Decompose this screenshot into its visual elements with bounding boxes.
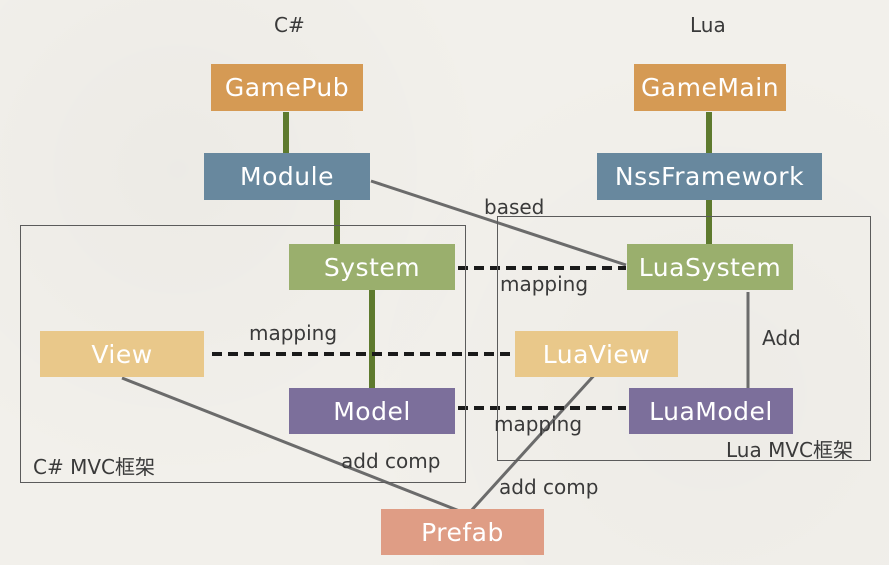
edge-view-prefab [121, 376, 463, 514]
csharp-mvc-group [20, 225, 466, 483]
gamemain-node: GameMain [634, 64, 786, 111]
label-add: Add [762, 326, 801, 350]
label-add-comp-left: add comp [341, 449, 441, 473]
gamepub-node: GamePub [211, 64, 363, 111]
nssframework-node: NssFramework [597, 153, 822, 200]
label-mapping-model: mapping [494, 412, 583, 436]
label-add-comp-right: add comp [499, 475, 599, 499]
lua-mvc-group [497, 216, 871, 461]
csharp-mvc-group-title: C# MVC框架 [33, 455, 155, 479]
model-node: Model [289, 388, 455, 434]
luaview-node: LuaView [515, 331, 678, 377]
edge-module-luasystem-based [370, 179, 627, 267]
label-mapping-view: mapping [249, 321, 338, 345]
label-mapping-system: mapping [500, 272, 589, 296]
prefab-node: Prefab [381, 509, 544, 555]
column-title-csharp: C# [274, 13, 305, 37]
luamodel-node: LuaModel [629, 388, 793, 434]
view-node: View [40, 331, 204, 377]
luasystem-node: LuaSystem [627, 244, 793, 290]
lua-mvc-group-title: Lua MVC框架 [726, 438, 853, 462]
label-based: based [484, 195, 545, 219]
system-node: System [289, 244, 455, 290]
edge-luaview-prefab [468, 358, 610, 514]
module-node: Module [204, 153, 370, 200]
column-title-lua: Lua [690, 13, 726, 37]
